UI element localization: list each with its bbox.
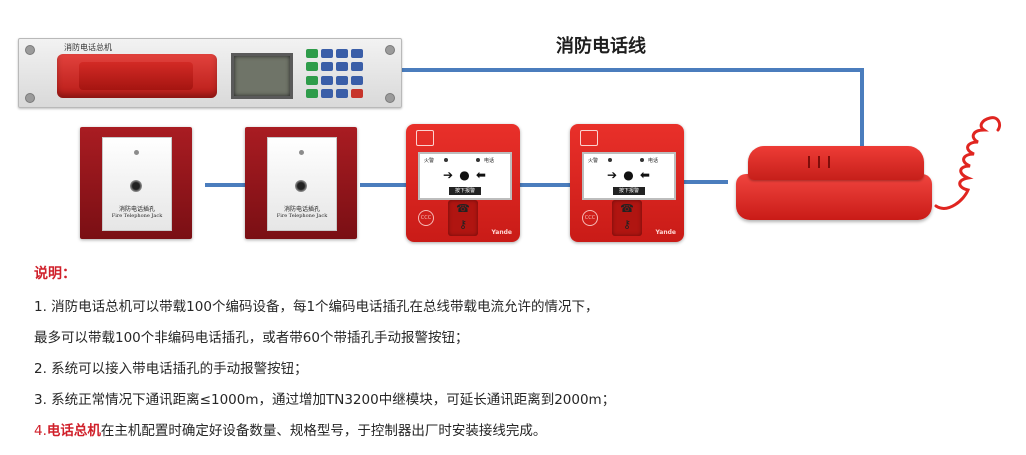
phone-port: ☎ ⚷	[448, 200, 478, 236]
jack-socket-icon	[295, 180, 307, 192]
key-icon: ⚷	[458, 218, 468, 231]
keypad-key	[351, 62, 363, 72]
keypad-key	[321, 49, 333, 58]
keypad-key	[336, 88, 348, 98]
bus-wire-mcps	[520, 183, 570, 187]
host-keypad	[306, 49, 364, 99]
jack-label-cn: 消防电话插孔	[283, 206, 320, 213]
phone-icon: ☎	[456, 202, 470, 215]
fire-label: 火警	[588, 158, 599, 164]
note-line-3: 2. 系统可以接入带电话插孔的手动报警按钮；	[34, 361, 308, 377]
keypad-key	[336, 49, 348, 58]
keypad-key	[351, 75, 363, 85]
note-line-5-rest: 在主机配置时确定好设备数量、规格型号，于控制器出厂时安装接线完成。	[100, 423, 547, 439]
keypad-key	[351, 88, 363, 98]
phone-port: ☎ ⚷	[612, 200, 642, 236]
press-arrows-icon: ➔ ● ⬅	[443, 168, 487, 182]
keypad-key	[336, 75, 348, 85]
keypad-key	[306, 88, 318, 98]
jack-label-en: Fire Telephone Jack	[111, 213, 163, 219]
keypad-key	[306, 49, 318, 58]
notes-heading: 说明：	[34, 266, 76, 282]
fire-label: 火警	[424, 158, 435, 164]
house-icon	[580, 130, 598, 146]
jack-socket-icon	[130, 180, 142, 192]
phone-icon: ☎	[620, 202, 634, 215]
ccc-mark: CCC	[418, 210, 434, 226]
rack-mount-hole	[385, 93, 395, 103]
keypad-key	[351, 49, 363, 58]
ccc-mark: CCC	[582, 210, 598, 226]
house-icon	[416, 130, 434, 146]
phone-label: 电话	[484, 158, 495, 164]
bus-wire-mcp-phone	[684, 180, 728, 184]
jack-indicator	[299, 150, 304, 155]
brand-label: Yande	[491, 229, 512, 236]
press-arrows-icon: ➔ ● ⬅	[607, 168, 651, 182]
telephone-jack: 消防电话插孔 Fire Telephone Jack	[80, 127, 192, 239]
note-line-5-highlight: 电话总机	[46, 423, 101, 439]
fire-telephone-host: 消防电话总机	[18, 38, 402, 108]
coiled-cord-icon	[934, 116, 1002, 210]
keypad-key	[321, 75, 333, 85]
keypad-key	[321, 62, 333, 72]
rack-mount-hole	[385, 45, 395, 55]
bus-wire-top	[400, 68, 864, 72]
key-icon: ⚷	[622, 218, 632, 231]
press-to-alarm-label: 按下报警	[613, 187, 645, 195]
note-line-4: 3. 系统正常情况下通讯距离≤1000m，通过增加TN3200中继模块，可延长通…	[34, 392, 616, 408]
keypad-key	[306, 75, 318, 85]
bus-wire-jack-mcp	[360, 183, 406, 187]
note-line-5-prefix: 4.	[34, 423, 47, 439]
host-panel-label: 消防电话总机	[64, 43, 112, 52]
bus-wire-jacks	[205, 183, 245, 187]
manual-call-point: 火警 电话 ➔ ● ⬅ 按下报警 CCC ☎ ⚷ Yande	[570, 124, 684, 242]
note-line-2: 最多可以带载100个非编码电话插孔，或者带60个带插孔手动报警按钮；	[34, 330, 469, 346]
jack-label-en: Fire Telephone Jack	[276, 213, 328, 219]
keypad-key	[321, 88, 333, 98]
jack-label-cn: 消防电话插孔	[118, 206, 155, 213]
phone-label: 电话	[648, 158, 659, 164]
keypad-key	[336, 62, 348, 72]
phone-handset	[748, 146, 924, 180]
rack-mount-hole	[25, 93, 35, 103]
rack-mount-hole	[25, 45, 35, 55]
keypad-key	[306, 62, 318, 72]
bus-wire-drop	[860, 68, 864, 152]
brand-label: Yande	[655, 229, 676, 236]
phone-base	[736, 174, 932, 220]
telephone-jack: 消防电话插孔 Fire Telephone Jack	[245, 127, 357, 239]
fire-telephone-extension	[736, 130, 936, 222]
note-line-5: 4.电话总机在主机配置时确定好设备数量、规格型号，于控制器出厂时安装接线完成。	[34, 419, 546, 439]
fire-telephone-line-label: 消防电话线	[556, 36, 646, 57]
manual-call-point: 火警 电话 ➔ ● ⬅ 按下报警 CCC ☎ ⚷ Yande	[406, 124, 520, 242]
host-handset	[57, 54, 217, 98]
host-lcd-screen	[231, 53, 293, 99]
note-line-1: 1. 消防电话总机可以带载100个编码设备，每1个编码电话插孔在总线带载电流允许…	[34, 299, 599, 315]
press-to-alarm-label: 按下报警	[449, 187, 481, 195]
jack-indicator	[134, 150, 139, 155]
